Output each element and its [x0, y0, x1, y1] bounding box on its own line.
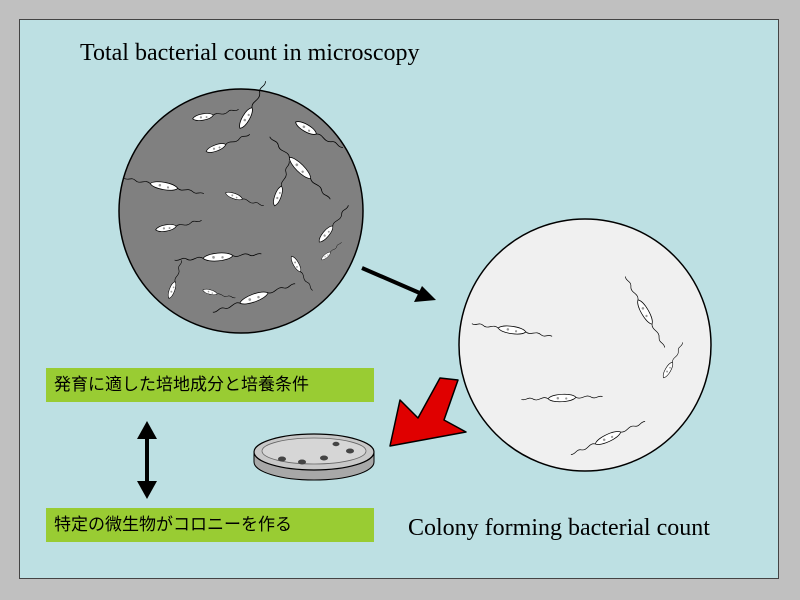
microscopy-count-title: Total bacterial count in microscopy: [80, 40, 420, 66]
petri-dish-icon: [253, 433, 375, 481]
double-arrow-icon: [137, 421, 157, 499]
colony-count-title: Colony forming bacterial count: [408, 515, 710, 541]
specific-colony-label: 特定の微生物がコロニーを作る: [46, 508, 374, 542]
red-arrow-icon: [389, 377, 467, 447]
microscope-field-dark-icon: [118, 79, 364, 334]
black-arrow-icon: [361, 266, 436, 302]
microscope-field-light-icon: [458, 218, 712, 472]
growth-conditions-label: 発育に適した培地成分と培養条件: [46, 368, 374, 402]
